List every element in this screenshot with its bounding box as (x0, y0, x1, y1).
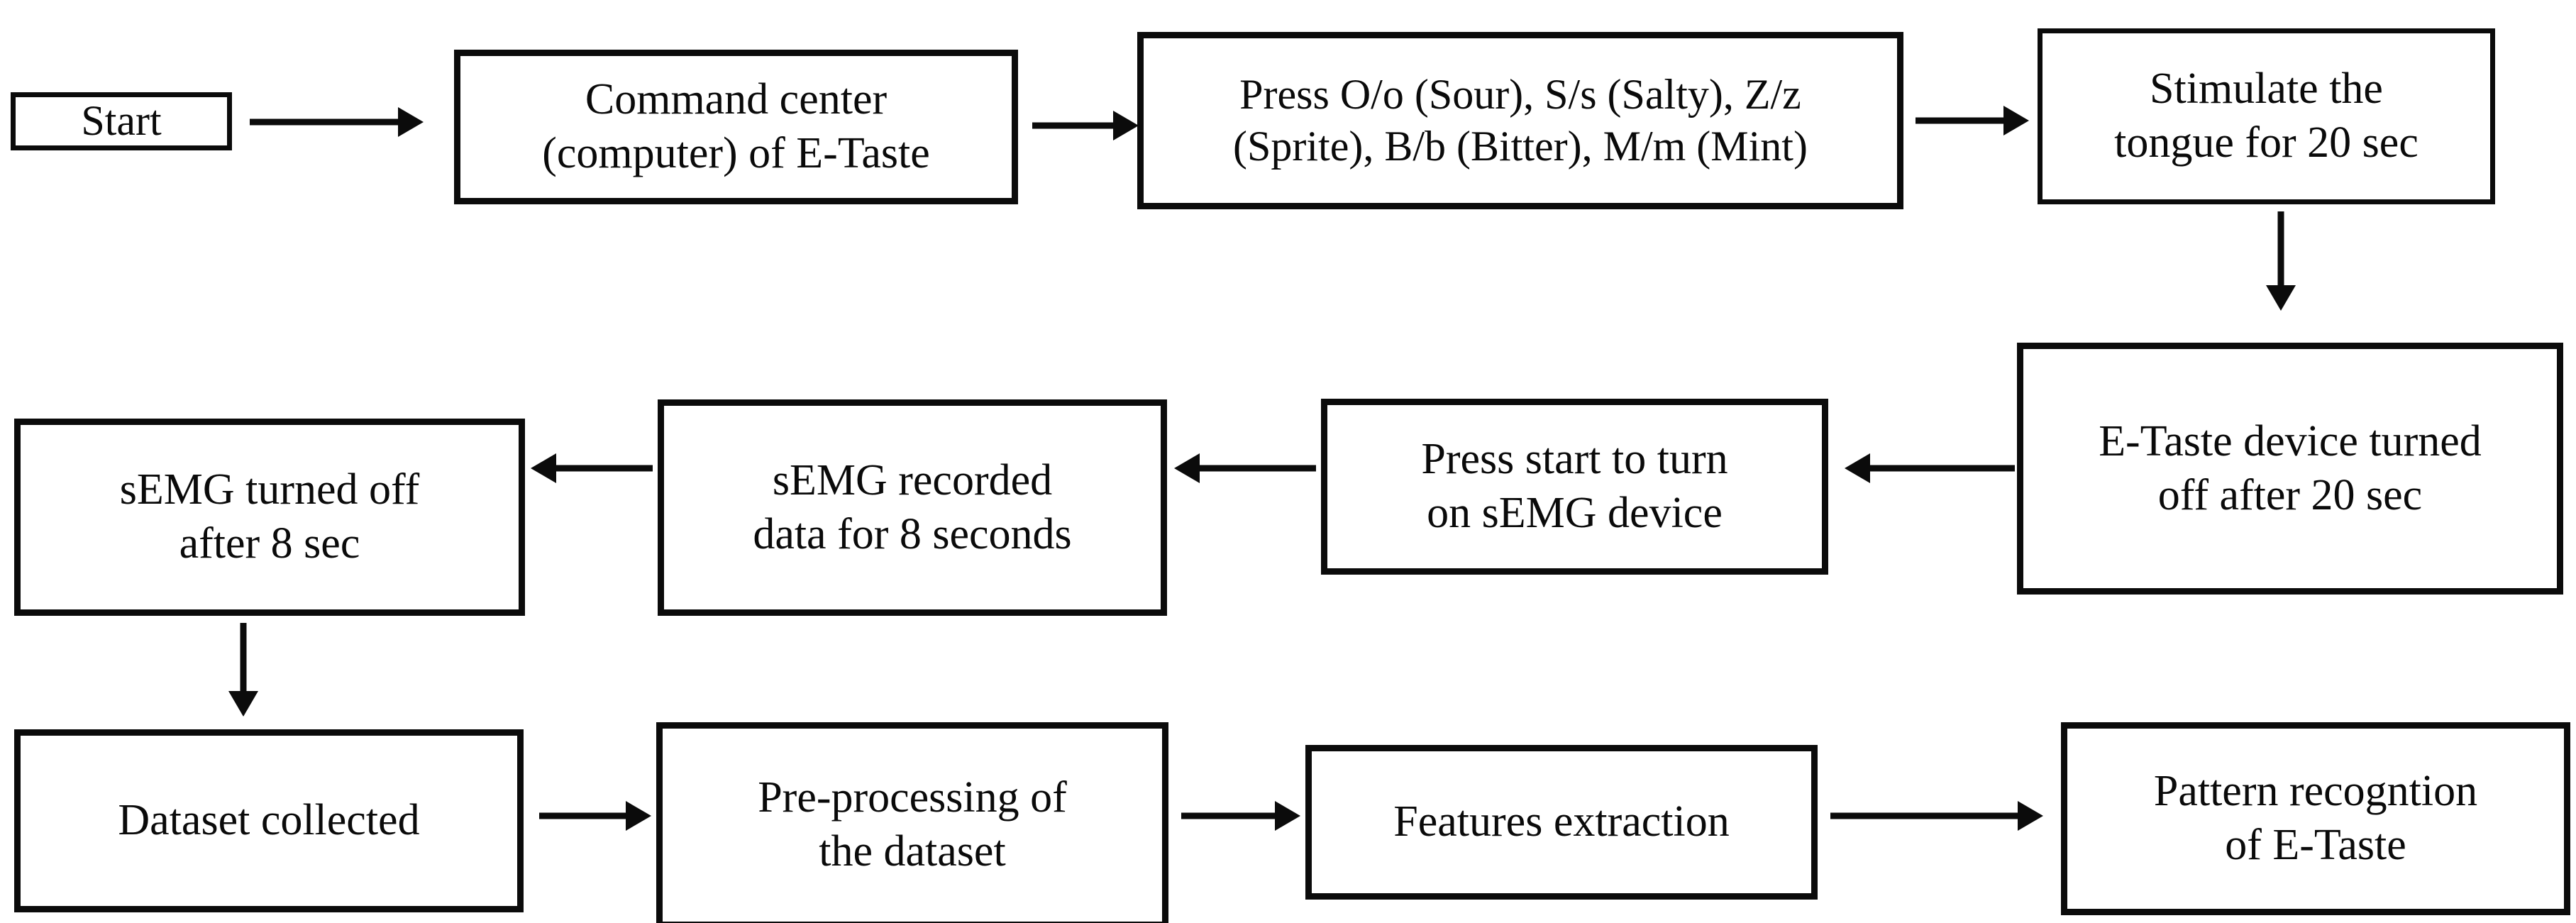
node-pattern-recognition-label: Pattern recogntion of E-Taste (2153, 767, 2478, 869)
edge-command-center-to-press-keys (1032, 110, 1139, 141)
edge-press-keys-to-stimulate (1916, 105, 2029, 136)
arrow-head-down-icon (228, 691, 258, 717)
arrow-shaft (539, 812, 629, 819)
arrow-shaft (553, 465, 653, 472)
arrow-shaft (1830, 812, 2021, 819)
node-etaste-off-label: E-Taste device turned off after 20 sec (2099, 416, 2482, 519)
node-semg-off[interactable]: sEMG turned off after 8 sec (14, 419, 525, 616)
arrow-shaft (250, 118, 400, 126)
node-press-start-semg[interactable]: Press start to turn on sEMG device (1321, 399, 1828, 575)
arrow-head-left-icon (1845, 453, 1870, 483)
edge-etaste-off-to-press-start (1845, 453, 2015, 484)
edge-start-to-command-center (250, 106, 424, 138)
edge-dataset-to-pre-processing (539, 800, 651, 831)
node-semg-recorded[interactable]: sEMG recorded data for 8 seconds (658, 399, 1167, 616)
node-stimulate-tongue-label: Stimulate the tongue for 20 sec (2114, 65, 2419, 167)
node-semg-off-label: sEMG turned off after 8 sec (119, 465, 420, 568)
node-command-center[interactable]: Command center (computer) of E-Taste (454, 50, 1018, 204)
arrow-head-right-icon (2018, 801, 2043, 831)
node-stimulate-tongue[interactable]: Stimulate the tongue for 20 sec (2038, 28, 2495, 204)
arrow-shaft (1032, 122, 1116, 129)
edge-press-start-to-semg-recorded (1174, 453, 1316, 484)
arrow-head-right-icon (398, 107, 424, 137)
node-start[interactable]: Start (11, 92, 232, 150)
edge-pre-processing-to-features (1181, 800, 1300, 831)
arrow-head-left-icon (531, 453, 556, 483)
node-features-extraction-label: Features extraction (1393, 797, 1730, 846)
arrow-shaft (1867, 465, 2015, 472)
arrow-shaft (1916, 117, 2006, 124)
arrow-shaft (2277, 211, 2284, 288)
node-pre-processing[interactable]: Pre-processing of the dataset (656, 722, 1168, 923)
node-semg-recorded-label: sEMG recorded data for 8 seconds (753, 455, 1072, 558)
edge-semg-off-to-dataset (227, 623, 260, 717)
arrow-head-right-icon (2003, 106, 2029, 136)
node-press-start-semg-label: Press start to turn on sEMG device (1421, 435, 1728, 537)
node-dataset-collected[interactable]: Dataset collected (14, 729, 524, 912)
arrow-shaft (1181, 812, 1278, 819)
edge-features-to-pattern (1830, 800, 2043, 831)
node-pre-processing-label: Pre-processing of the dataset (758, 773, 1067, 875)
arrow-head-right-icon (626, 801, 651, 831)
edge-semg-recorded-to-semg-off (531, 453, 653, 484)
arrow-shaft (1197, 465, 1316, 472)
arrow-head-left-icon (1174, 453, 1200, 483)
arrow-head-right-icon (1113, 111, 1139, 140)
node-pattern-recognition[interactable]: Pattern recogntion of E-Taste (2061, 722, 2570, 915)
node-start-label: Start (81, 97, 162, 145)
node-press-keys[interactable]: Press O/o (Sour), S/s (Salty), Z/z (Spri… (1137, 32, 1903, 209)
node-dataset-collected-label: Dataset collected (118, 796, 420, 845)
node-features-extraction[interactable]: Features extraction (1305, 745, 1818, 900)
arrow-head-down-icon (2266, 285, 2296, 311)
node-etaste-off[interactable]: E-Taste device turned off after 20 sec (2017, 343, 2563, 595)
edge-stimulate-to-etaste-off (2265, 211, 2297, 311)
node-command-center-label: Command center (computer) of E-Taste (542, 75, 930, 177)
arrow-shaft (240, 623, 247, 694)
arrow-head-right-icon (1275, 801, 1300, 831)
node-press-keys-label: Press O/o (Sour), S/s (Salty), Z/z (Spri… (1233, 70, 1808, 170)
